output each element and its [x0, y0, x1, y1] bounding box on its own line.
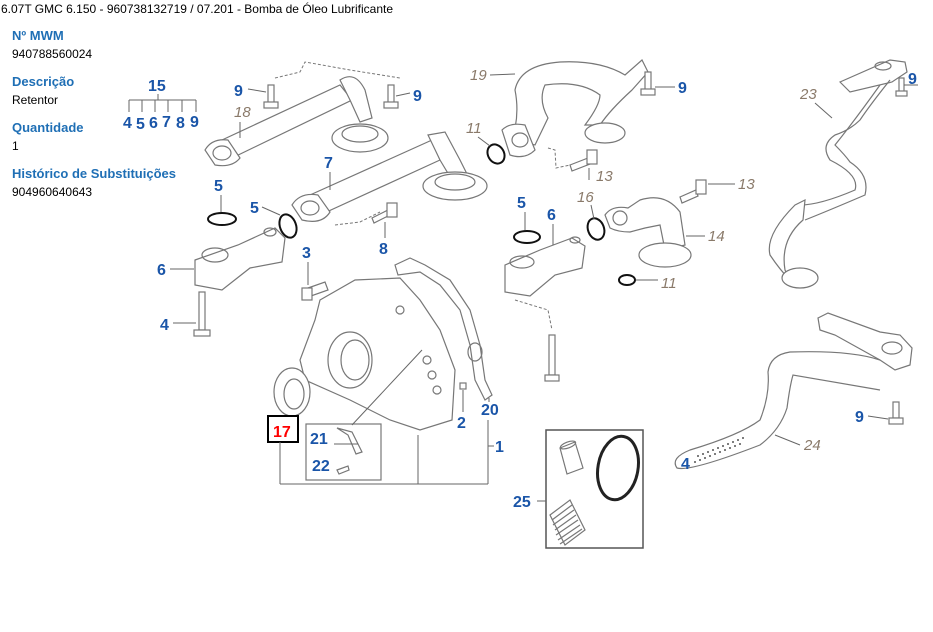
callout-9-b[interactable]: 9	[413, 88, 422, 105]
bolt-9-b[interactable]	[383, 84, 399, 109]
bolt-8[interactable]	[371, 202, 398, 224]
group-child-8[interactable]: 8	[176, 115, 185, 132]
part-23-suction-pipe[interactable]	[768, 59, 908, 289]
callout-11-b[interactable]: 11	[661, 275, 677, 292]
part-6-bracket-a[interactable]	[194, 227, 286, 291]
part-7-suction-pipe[interactable]	[291, 131, 488, 226]
callout-6-b[interactable]: 6	[547, 207, 556, 224]
callout-5-c[interactable]: 5	[517, 195, 526, 212]
o-ring-5-c[interactable]	[513, 230, 541, 244]
part-6-bracket-b[interactable]	[504, 236, 586, 297]
group-child-5[interactable]: 5	[136, 116, 145, 133]
bolt-9-a[interactable]	[263, 84, 279, 109]
group-child-4[interactable]: 4	[123, 115, 132, 132]
bolt-9-d[interactable]	[895, 77, 908, 97]
group-child-9[interactable]: 9	[190, 114, 199, 131]
bolt-13-a[interactable]	[569, 149, 598, 172]
kit-25-o-ring[interactable]	[593, 433, 644, 503]
quantity-group: Quantidade 1	[12, 120, 176, 153]
callout-16[interactable]: 16	[577, 189, 594, 206]
callout-17-selected[interactable]: 17	[273, 424, 291, 441]
page-title: 6.07T GMC 6.150 - 960738132719 / 07.201 …	[1, 2, 394, 16]
kit-25-spring[interactable]	[549, 499, 586, 546]
valve-subassembly-box	[305, 423, 382, 481]
callout-21[interactable]: 21	[310, 431, 328, 448]
bolt-13-b[interactable]	[679, 179, 707, 204]
callout-4-b[interactable]: 4	[681, 456, 690, 473]
bolt-4-b-long[interactable]	[544, 334, 560, 382]
gasket-20-seal	[467, 342, 483, 362]
group-bracket-15: 15 4 5 6 7 8 9	[123, 78, 199, 133]
bolt-4[interactable]	[193, 291, 211, 337]
part-19-suction-pipe[interactable]	[501, 59, 649, 169]
quantity-value: 1	[12, 139, 19, 153]
part-22-pin[interactable]	[336, 465, 350, 475]
history-value: 904960640643	[12, 185, 93, 199]
description-group: Descrição Retentor	[12, 74, 176, 107]
bolt-9-c[interactable]	[640, 71, 656, 96]
history-group: Histórico de Substituições 904960640643	[12, 166, 176, 199]
o-ring-11-a[interactable]	[484, 141, 508, 166]
o-ring-11-b[interactable]	[618, 274, 636, 286]
bolt-3[interactable]	[301, 281, 329, 301]
description-label: Descrição	[12, 74, 75, 89]
mwm-value: 940788560024	[12, 47, 93, 61]
o-ring-5-b[interactable]	[276, 212, 299, 240]
o-ring-16[interactable]	[585, 216, 608, 242]
part-1-oil-pump-housing[interactable]	[299, 277, 456, 431]
part-21-lever[interactable]	[336, 427, 363, 455]
part-24-suction-pipe[interactable]	[674, 312, 913, 470]
bolt-9-e[interactable]	[888, 401, 904, 425]
callout-1[interactable]: 1	[495, 439, 504, 456]
group-child-7[interactable]: 7	[162, 114, 171, 131]
selected-callout-box	[267, 415, 299, 443]
callout-9-d[interactable]: 9	[908, 71, 917, 88]
part-20-gasket[interactable]	[394, 257, 493, 401]
callout-14[interactable]: 14	[708, 228, 725, 245]
callout-13-b[interactable]: 13	[738, 176, 755, 193]
history-label: Histórico de Substituições	[12, 166, 176, 181]
callout-25[interactable]: 25	[513, 494, 531, 511]
group-bracket-1	[279, 420, 494, 485]
callout-20[interactable]: 20	[481, 402, 499, 419]
callout-13-a[interactable]: 13	[596, 168, 613, 185]
callout-15[interactable]: 15	[148, 78, 166, 95]
callout-6-a[interactable]: 6	[157, 262, 166, 279]
callout-8[interactable]: 8	[379, 241, 388, 258]
mwm-group: Nº MWM 940788560024	[12, 28, 176, 61]
group-child-6[interactable]: 6	[149, 115, 158, 132]
callout-9-e[interactable]: 9	[855, 409, 864, 426]
mwm-label: Nº MWM	[12, 28, 64, 43]
part-18-suction-pipe[interactable]	[204, 61, 401, 167]
part-17-oil-seal[interactable]	[273, 367, 311, 417]
callout-9-c[interactable]: 9	[678, 80, 687, 97]
description-value: Retentor	[12, 93, 59, 107]
callout-3[interactable]: 3	[302, 245, 311, 262]
bolt-guide-line	[514, 299, 553, 331]
callout-18[interactable]: 18	[234, 104, 251, 121]
callout-24[interactable]: 24	[803, 437, 821, 454]
part-details-panel: Nº MWM 940788560024 Descrição Retentor Q…	[12, 28, 176, 212]
callout-4[interactable]: 4	[160, 317, 169, 334]
callout-19[interactable]: 19	[470, 67, 487, 84]
quantity-label: Quantidade	[12, 120, 84, 135]
part-14-elbow-pipe[interactable]	[604, 197, 692, 268]
callout-9-a[interactable]: 9	[234, 83, 243, 100]
plug-2[interactable]	[459, 382, 467, 390]
callout-7[interactable]: 7	[324, 155, 333, 172]
callout-22[interactable]: 22	[312, 458, 330, 475]
kit-25-valve-piston[interactable]	[559, 439, 584, 475]
callout-5-a[interactable]: 5	[214, 178, 223, 195]
callout-11-a[interactable]: 11	[466, 120, 482, 137]
callout-23[interactable]: 23	[799, 86, 817, 103]
o-ring-5-a[interactable]	[207, 212, 237, 226]
callout-5-b[interactable]: 5	[250, 200, 259, 217]
callout-2[interactable]: 2	[457, 415, 466, 432]
